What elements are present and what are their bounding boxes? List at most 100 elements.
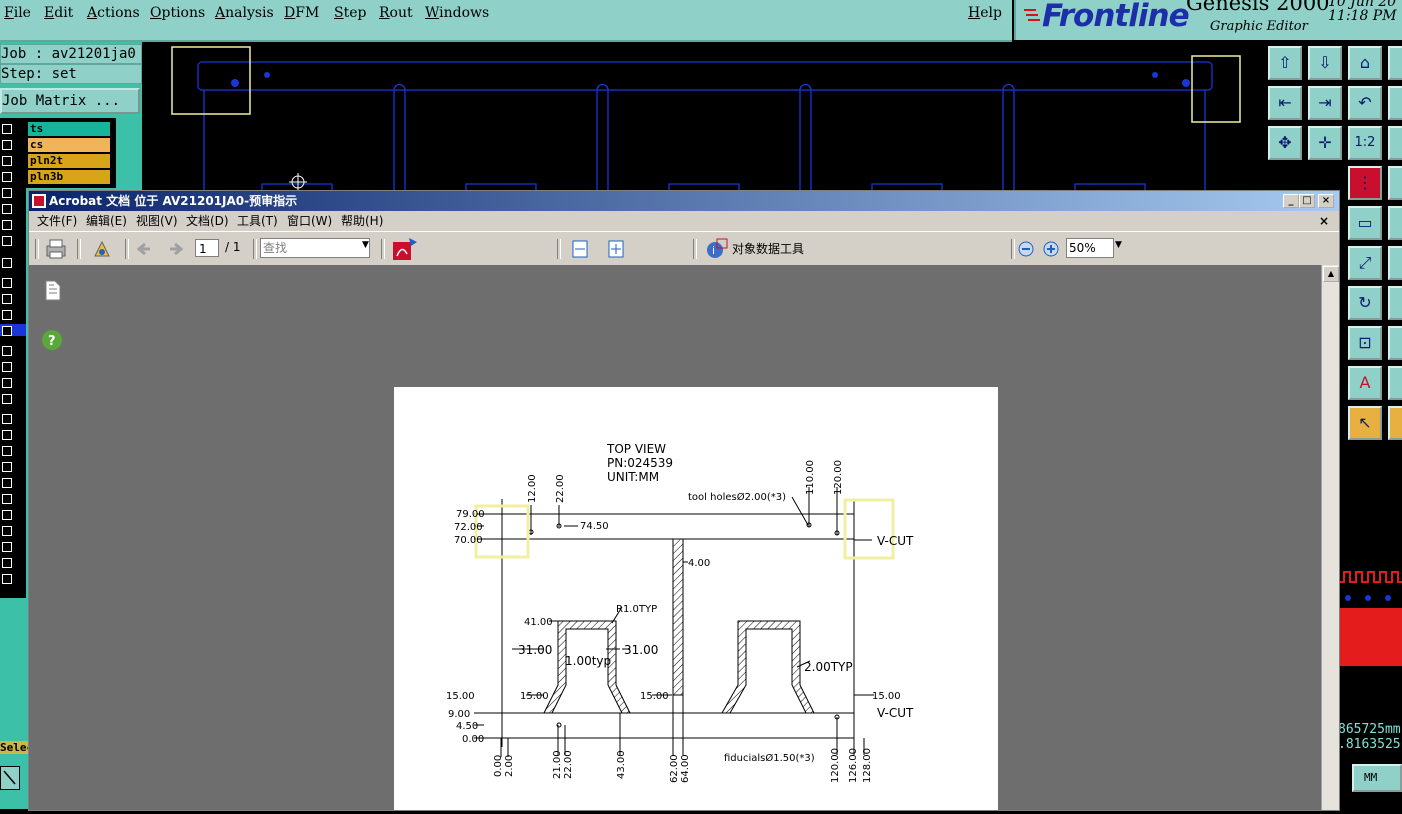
- tool-icon[interactable]: [1388, 166, 1402, 200]
- next-page-icon[interactable]: [167, 240, 185, 258]
- layer-checkbox[interactable]: [2, 510, 12, 520]
- scan-icon[interactable]: [91, 238, 113, 260]
- menu-view-cn[interactable]: 视图(V): [136, 214, 178, 228]
- layer-checkbox[interactable]: [2, 394, 12, 404]
- layer-checkbox[interactable]: [2, 430, 12, 440]
- open-step-up-icon[interactable]: ⇧: [1268, 46, 1302, 80]
- document-viewport[interactable]: ?: [29, 265, 1321, 810]
- pages-panel-icon[interactable]: [41, 279, 63, 303]
- measure-icon[interactable]: ⋮: [1348, 166, 1382, 200]
- layer-pln2t[interactable]: pln2t: [28, 154, 110, 168]
- genesis-graphic-area[interactable]: [142, 42, 1266, 192]
- tool-icon[interactable]: [1388, 86, 1402, 120]
- zoom-home-icon[interactable]: ✛: [1308, 126, 1342, 160]
- acrobat-pdf-icon[interactable]: [391, 236, 419, 262]
- zoom-dropdown-arrow-icon[interactable]: ▼: [1115, 240, 1122, 250]
- menu-file-cn[interactable]: 文件(F): [37, 214, 78, 228]
- undo-icon[interactable]: ↶: [1348, 86, 1382, 120]
- layer-pln3b[interactable]: pln3b: [28, 170, 110, 184]
- menu-actions[interactable]: Actions: [87, 5, 140, 21]
- layer-checkbox[interactable]: [2, 378, 12, 388]
- layer-checkbox[interactable]: [2, 478, 12, 488]
- layer-checkbox[interactable]: [2, 574, 12, 584]
- scroll-up-arrow-icon[interactable]: ▲: [1323, 266, 1339, 282]
- print-icon[interactable]: [45, 238, 67, 260]
- layer-checkbox[interactable]: [2, 140, 12, 150]
- menu-options[interactable]: Options: [150, 5, 206, 21]
- menu-edit[interactable]: Edit: [44, 5, 74, 21]
- zoom-in-icon[interactable]: [1042, 240, 1060, 258]
- scale-1-2-icon[interactable]: 1:2: [1348, 126, 1382, 160]
- fit-page-icon[interactable]: [607, 240, 625, 258]
- tool-icon[interactable]: [1388, 286, 1402, 320]
- layer-checkbox[interactable]: [2, 188, 12, 198]
- tool-icon[interactable]: [1388, 326, 1402, 360]
- resize-tool-button[interactable]: [0, 766, 20, 790]
- zoom-left-icon[interactable]: ⇤: [1268, 86, 1302, 120]
- object-data-tool-label[interactable]: 对象数据工具: [732, 242, 805, 256]
- tool-icon[interactable]: [1388, 206, 1402, 240]
- tool-icon[interactable]: [1388, 46, 1402, 80]
- layer-checkbox[interactable]: [2, 278, 12, 288]
- layer-cs[interactable]: cs: [28, 138, 110, 152]
- menu-window-cn[interactable]: 窗口(W): [287, 214, 333, 228]
- document-close-icon[interactable]: ×: [1319, 214, 1330, 228]
- find-dropdown-arrow-icon[interactable]: ▼: [362, 240, 369, 250]
- layer-checkbox[interactable]: [2, 362, 12, 372]
- menu-file[interactable]: File: [4, 5, 31, 21]
- select-pointer-icon[interactable]: ↖: [1348, 406, 1382, 440]
- page-number-input[interactable]: 1: [195, 239, 219, 257]
- object-data-tool-icon[interactable]: i: [705, 238, 729, 260]
- layer-checkbox[interactable]: [2, 258, 12, 268]
- previous-page-icon[interactable]: [135, 240, 153, 258]
- menu-dfm[interactable]: DFM: [284, 5, 320, 21]
- menu-edit-cn[interactable]: 编辑(E): [86, 214, 127, 228]
- menu-tools-cn[interactable]: 工具(T): [237, 214, 278, 228]
- vertical-scrollbar[interactable]: ▲: [1321, 265, 1339, 810]
- text-icon[interactable]: A: [1348, 366, 1382, 400]
- zoom-level-input[interactable]: 50%: [1066, 238, 1114, 258]
- layer-checkbox[interactable]: [2, 542, 12, 552]
- fit-width-icon[interactable]: [571, 240, 589, 258]
- layer-checkbox[interactable]: [2, 220, 12, 230]
- line-edit-icon[interactable]: ⤢: [1348, 246, 1382, 280]
- menu-step[interactable]: Step: [334, 5, 367, 21]
- menu-rout[interactable]: Rout: [379, 5, 413, 21]
- layer-checkbox[interactable]: [2, 558, 12, 568]
- menu-windows[interactable]: Windows: [425, 5, 490, 21]
- menu-analysis[interactable]: Analysis: [215, 5, 274, 21]
- units-button[interactable]: MM: [1352, 764, 1402, 792]
- layer-checkbox[interactable]: [2, 446, 12, 456]
- layer-checkbox[interactable]: [2, 236, 12, 246]
- job-matrix-button[interactable]: Job Matrix ...: [0, 88, 140, 114]
- layer-checkbox[interactable]: [2, 326, 12, 336]
- layer-checkbox[interactable]: [2, 346, 12, 356]
- ruler-icon[interactable]: ▭: [1348, 206, 1382, 240]
- layer-checkbox[interactable]: [2, 526, 12, 536]
- menu-help[interactable]: Help: [968, 5, 1002, 21]
- find-input[interactable]: 查找: [260, 238, 370, 258]
- tool-icon[interactable]: [1388, 126, 1402, 160]
- zoom-fit-icon[interactable]: ✥: [1268, 126, 1302, 160]
- tool-icon[interactable]: [1388, 406, 1402, 440]
- layer-checkbox[interactable]: [2, 462, 12, 472]
- zoom-out-icon[interactable]: [1017, 240, 1035, 258]
- layer-checkbox[interactable]: [2, 204, 12, 214]
- tool-icon[interactable]: [1388, 366, 1402, 400]
- tool-icon[interactable]: [1388, 246, 1402, 280]
- pad-icon[interactable]: ⊡: [1348, 326, 1382, 360]
- open-step-down-icon[interactable]: ⇩: [1308, 46, 1342, 80]
- layer-checkbox[interactable]: [2, 156, 12, 166]
- layer-checkbox[interactable]: [2, 294, 12, 304]
- minimize-button[interactable]: _: [1283, 194, 1299, 208]
- home-icon[interactable]: ⌂: [1348, 46, 1382, 80]
- layer-ts[interactable]: ts: [28, 122, 110, 136]
- layer-checkbox[interactable]: [2, 124, 12, 134]
- layer-checkbox[interactable]: [2, 414, 12, 424]
- layer-checkbox[interactable]: [2, 172, 12, 182]
- help-icon[interactable]: ?: [41, 329, 63, 351]
- zoom-right-icon[interactable]: ⇥: [1308, 86, 1342, 120]
- close-button[interactable]: ×: [1318, 194, 1334, 208]
- menu-help-cn[interactable]: 帮助(H): [341, 214, 384, 228]
- maximize-button[interactable]: □: [1299, 194, 1315, 208]
